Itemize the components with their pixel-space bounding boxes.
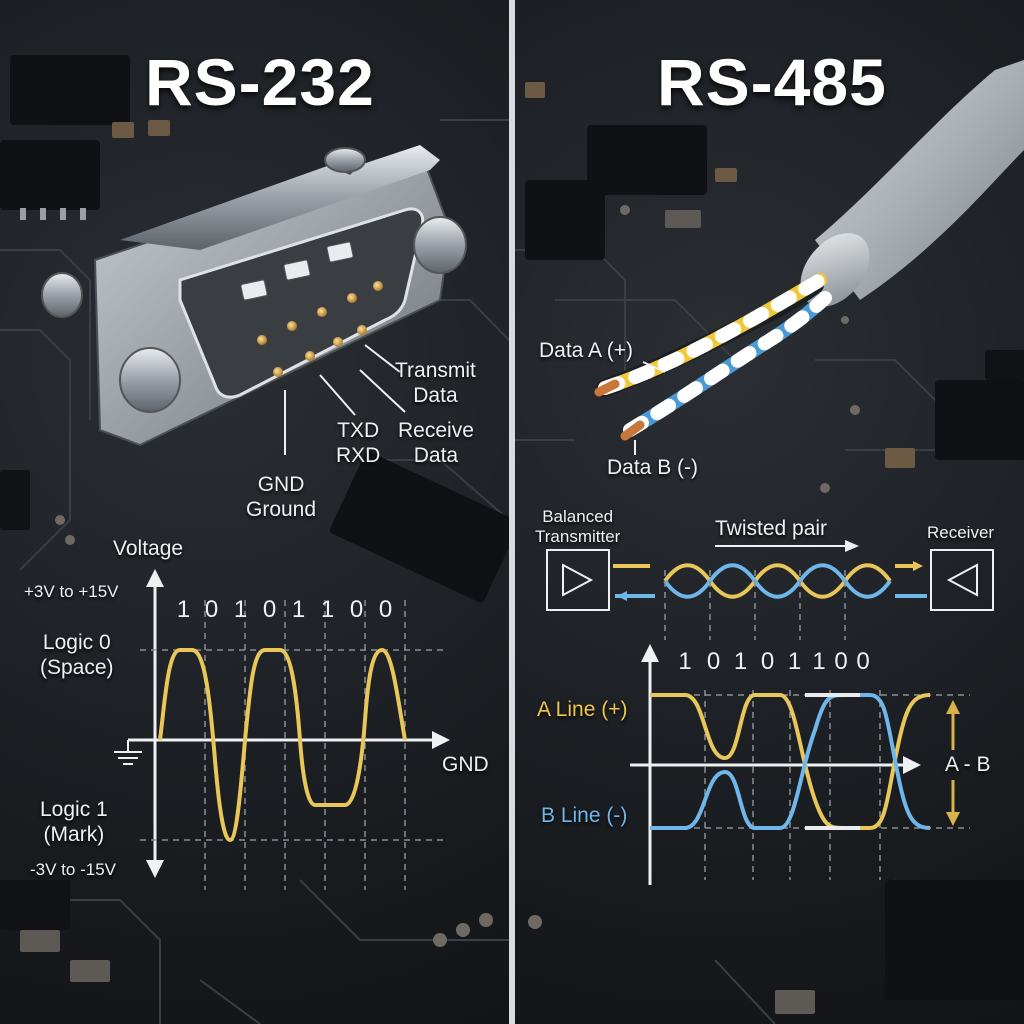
- rs232-signal-trace: [158, 648, 407, 842]
- transmitter-icon: [562, 563, 594, 597]
- pcb-chip-bottom: [0, 470, 110, 982]
- gnd-ground-label: GND Ground: [246, 473, 317, 521]
- logic0-label: Logic 0 (Space): [40, 631, 114, 679]
- bit: 1: [787, 648, 802, 675]
- rs232-title: RS-232: [145, 45, 375, 119]
- bit: 1: [176, 596, 191, 623]
- b-line-label: B Line (-): [541, 804, 628, 827]
- db9-connector-icon: [41, 145, 467, 447]
- bit: 1: [233, 596, 248, 623]
- voltage-axis-label: Voltage: [113, 537, 184, 560]
- callout-leaders: [284, 344, 406, 455]
- rs485-panel: RS-485 Data A (+) Data B (-) Balanced Tr…: [515, 0, 1024, 1024]
- bit: 0: [204, 596, 219, 623]
- transmitter-label: Balanced Transmitter: [535, 507, 621, 546]
- receiver-label: Receiver: [927, 523, 995, 542]
- ground-icon: [114, 740, 142, 765]
- bit: 1: [812, 648, 826, 675]
- pcb-chip-mid-right: [329, 451, 509, 603]
- rs485-artwork: [515, 60, 1024, 1024]
- twisted-pair-wave: [613, 561, 927, 601]
- receive-data-label: Receive Data: [398, 419, 474, 467]
- bit: 0: [349, 596, 364, 623]
- positive-range-label: +3V to +15V: [24, 582, 119, 601]
- rs485-waveform-chart: [630, 644, 970, 885]
- data-b-label: Data B (-): [607, 456, 699, 479]
- screw-icon: [41, 147, 467, 413]
- rs485-title: RS-485: [657, 45, 887, 119]
- bit: 0: [834, 648, 848, 675]
- b-line-trace: [650, 693, 931, 830]
- a-line-label: A Line (+): [537, 698, 628, 721]
- panel-divider: [509, 0, 515, 1024]
- differential-label: A - B: [945, 753, 991, 776]
- receiver-block: [930, 549, 994, 611]
- receiver-icon: [946, 563, 978, 597]
- rs232-artwork: [0, 55, 509, 1024]
- twisted-pair-cable-icon: [594, 60, 1024, 441]
- bit: 0: [760, 648, 775, 675]
- bit: 0: [262, 596, 277, 623]
- logic1-label: Logic 1 (Mark): [40, 798, 108, 846]
- negative-range-label: -3V to -15V: [30, 860, 116, 879]
- rs232-panel: RS-232 Transmit Data Receive Data TXD RX…: [0, 0, 509, 1024]
- bit: 1: [678, 648, 692, 675]
- bit: 1: [320, 596, 335, 623]
- transmitter-block: [546, 549, 610, 611]
- twisted-pair-label: Twisted pair: [715, 517, 828, 540]
- pcb-chips: [525, 82, 1024, 1014]
- bit: 0: [856, 648, 870, 675]
- transmit-data-label: Transmit Data: [395, 359, 476, 407]
- bit: 1: [733, 648, 748, 675]
- rs232-waveform-chart: [114, 569, 450, 890]
- amplitude-arrow-icon: [946, 700, 960, 826]
- cable-leaders: [634, 361, 666, 455]
- bit: 0: [378, 596, 393, 623]
- pcb-chip-top-left: [0, 55, 170, 220]
- txd-rxd-label: TXD RXD: [336, 419, 381, 467]
- gnd-axis-label: GND: [442, 753, 489, 776]
- connector-pins: [257, 281, 383, 377]
- bit: 0: [706, 648, 721, 675]
- data-a-label: Data A (+): [539, 339, 633, 362]
- bit: 1: [291, 596, 306, 623]
